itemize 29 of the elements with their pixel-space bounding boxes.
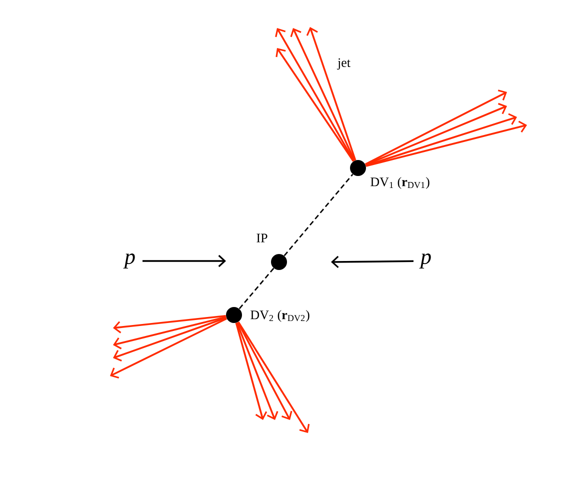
arrow <box>113 316 227 362</box>
arrow <box>366 120 527 167</box>
arrow <box>306 27 356 161</box>
arrow <box>237 322 292 420</box>
arrow <box>238 321 310 433</box>
arrow <box>110 318 228 379</box>
arrow <box>290 28 356 161</box>
arrow <box>364 90 507 166</box>
momentum-label: p <box>123 253 135 269</box>
arrow <box>142 254 226 268</box>
arrow <box>331 256 414 268</box>
dashed-line <box>284 174 354 256</box>
jet-label: jet <box>337 58 350 70</box>
arrow <box>113 316 226 350</box>
arrow <box>276 48 354 162</box>
arrow <box>365 102 507 166</box>
vertex-dot <box>350 160 366 176</box>
dashed-line <box>238 268 274 310</box>
vertex-label: IP <box>256 234 268 242</box>
vertex-label: DV$_{2}$ (r$_{DV2}$) <box>250 310 310 322</box>
arrow <box>113 314 226 334</box>
momentum-label: p <box>419 253 431 269</box>
vertex-dot <box>226 307 242 323</box>
vertex-dot <box>271 254 287 270</box>
arrow <box>275 28 355 162</box>
arrow <box>366 113 517 166</box>
arrow <box>235 322 268 420</box>
vertex-label: DV$_{1}$ (r$_{DV1}$) <box>370 177 430 189</box>
arrow <box>236 322 278 420</box>
